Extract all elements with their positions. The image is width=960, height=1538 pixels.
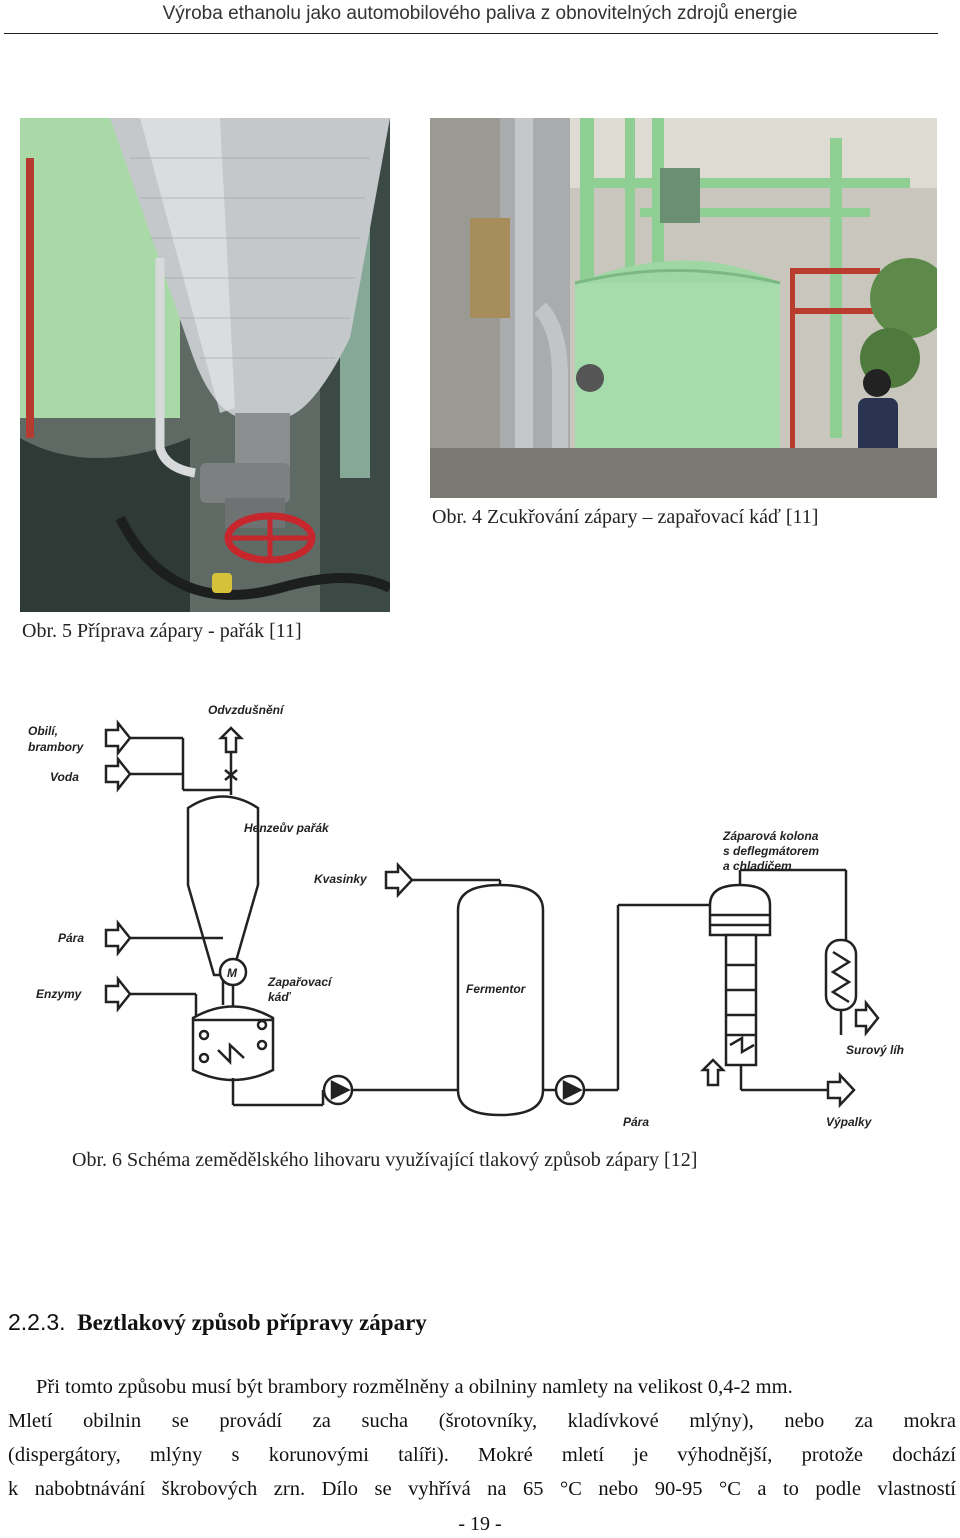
pump-2 <box>554 1074 586 1106</box>
body-line-3: (dispergátory, mlýny s korunovými talíři… <box>8 1444 956 1466</box>
motor <box>218 957 248 1025</box>
label-zaparovaci: Zapařovací <box>267 975 333 989</box>
page-number: - 19 - <box>458 1513 502 1535</box>
label-brambory: brambory <box>28 740 85 754</box>
arrow-vypalky <box>826 1071 856 1109</box>
arrow-para-bottom <box>699 1058 727 1087</box>
pump-1 <box>322 1074 354 1106</box>
body-line-1: Při tomto způsobu musí být brambory rozm… <box>36 1376 793 1398</box>
arrow-enzymy <box>104 975 198 1020</box>
body-line-2: Mletí obilnin se provádí za sucha (šroto… <box>8 1410 956 1432</box>
arrow-obili <box>104 719 183 757</box>
zaparovaci-kad <box>191 1005 275 1082</box>
section-heading: 2.2.3. Beztlakový způsob přípravy zápary <box>8 1307 427 1338</box>
header-title: Výroba ethanolu jako automobilového pali… <box>162 3 798 24</box>
label-odvzdusneni: Odvzdušnění <box>208 703 285 717</box>
arrow-voda <box>104 755 183 793</box>
label-henzeuv-parak: Henzeův pařák <box>244 821 330 835</box>
fig4-caption: Obr. 4 Zcukřování zápary – zapařovací ká… <box>432 506 819 528</box>
label-voda: Voda <box>50 770 79 784</box>
photo-parak-illustration <box>20 118 390 612</box>
label-motor: M <box>227 966 238 980</box>
label-kolona-3: a chladičem <box>723 859 792 873</box>
fig6-caption: Obr. 6 Schéma zemědělského lihovaru využ… <box>72 1149 698 1171</box>
label-enzymy: Enzymy <box>36 987 83 1001</box>
section-number: 2.2.3. <box>8 1309 66 1335</box>
label-kvasinky: Kvasinky <box>314 872 368 886</box>
label-obili: Obilí, <box>28 724 58 738</box>
header-rule <box>4 33 938 34</box>
arrow-odvzdusneni <box>217 726 245 795</box>
chladic <box>824 938 858 1012</box>
photo-parak <box>20 118 390 612</box>
label-para-left: Pára <box>58 931 84 945</box>
process-diagram-svg: Obilí, brambory Voda Odvzdušnění Henzeův… <box>28 703 904 1129</box>
label-surovy-lih: Surový líh <box>846 1043 904 1057</box>
section-title: Beztlakový způsob přípravy zápary <box>77 1310 427 1335</box>
label-para-bottom: Pára <box>623 1115 649 1129</box>
label-vypalky: Výpalky <box>826 1115 873 1129</box>
label-kad: káď <box>268 990 291 1004</box>
body-paragraph: Při tomto způsobu musí být brambory rozm… <box>8 1370 956 1506</box>
photo-kad-illustration <box>430 118 937 498</box>
zaparova-kolona <box>708 883 772 1090</box>
fermentor <box>456 883 545 1117</box>
label-kolona-2: s deflegmátorem <box>723 844 819 858</box>
body-line-4: k nabobtnávání škrobových zrn. Dílo se v… <box>8 1478 956 1500</box>
arrow-kvasinky <box>384 861 458 899</box>
arrow-para-left <box>104 919 223 957</box>
fig5-caption: Obr. 5 Příprava zápary - pařák [11] <box>22 620 302 642</box>
process-diagram: Obilí, brambory Voda Odvzdušnění Henzeův… <box>18 690 938 1140</box>
label-kolona-1: Záparová kolona <box>722 829 819 843</box>
label-fermentor: Fermentor <box>466 982 527 996</box>
photo-zaparovaci-kad <box>430 118 937 498</box>
running-header: Výroba ethanolu jako automobilového pali… <box>0 0 960 36</box>
arrow-surovy-lih <box>854 999 880 1037</box>
